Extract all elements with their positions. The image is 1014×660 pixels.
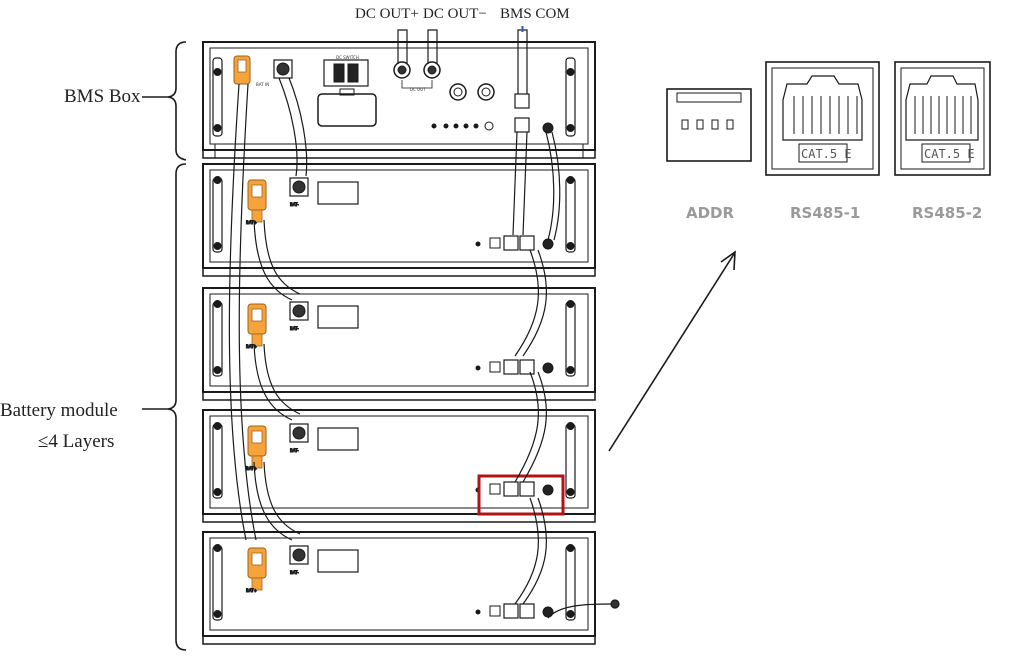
port-rs485-1: CAT.5 E RS485-1 [765,61,880,222]
bat-minus-label: BAT- [290,202,299,207]
battery-modules: BAT+ BAT- BAT+ BAT- BAT+ BAT- BAT+ BAT- [202,163,596,645]
bat-plus-label: BAT+ [246,466,257,471]
dc-switch-label: DC SWITCH [336,55,359,60]
battery-module-label: Battery module [0,400,118,421]
battery-module-2: BAT+ BAT- [202,287,596,401]
bms-box-label: BMS Box [64,86,141,107]
bms-box [202,41,596,159]
battery-module-3: BAT+ BAT- [202,409,596,523]
bat-in-label: BAT IN [256,82,269,87]
bat-plus-label: BAT+ [246,220,257,225]
dc-out-plus-label: DC OUT+ [355,6,419,22]
dc-out-minus-label: DC OUT− [423,6,487,22]
port-addr: ADDR [666,88,752,222]
bms-com-label: BMS COM [500,6,570,22]
top-cables [397,26,528,94]
bat-minus-label: BAT- [290,570,299,575]
bms-panel-text: BAT IN DC SWITCH DC OUT [256,55,426,92]
power-cables [228,77,308,541]
rs485-1-label: RS485-1 [790,204,860,222]
rs485-1-jack-text: CAT.5 E [801,147,852,161]
battery-module-1: BAT+ BAT- [202,163,596,277]
rs485-2-jack-text: CAT.5 E [924,147,975,161]
addr-label: ADDR [686,204,735,222]
braces [142,41,187,651]
bat-plus-label: BAT+ [246,344,257,349]
comm-cables [512,131,620,619]
dc-out-label: DC OUT [410,87,426,92]
bat-plus-label: BAT+ [246,588,257,593]
bat-minus-label: BAT- [290,326,299,331]
layers-label: ≤4 Layers [38,431,114,452]
bat-minus-label: BAT- [290,448,299,453]
callout-arrow [608,250,736,452]
battery-module-4: BAT+ BAT- [202,531,596,645]
highlight-box [477,474,565,516]
port-rs485-2: CAT.5 E RS485-2 [894,61,991,222]
rs485-2-label: RS485-2 [912,204,982,222]
